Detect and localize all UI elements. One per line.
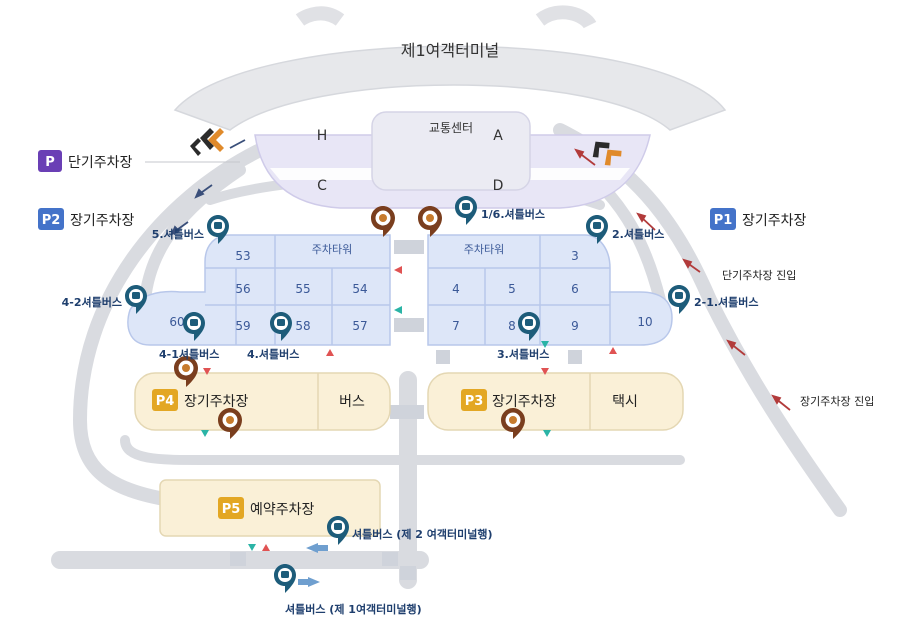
block-58: 58 — [295, 319, 310, 333]
p1-code: P1 — [714, 213, 733, 228]
shuttle-2-label: 2.셔틀버스 — [612, 227, 664, 241]
shuttle-4-label: 4.셔틀버스 — [247, 347, 299, 361]
block-8: 8 — [508, 319, 516, 333]
shuttle-41-label: 4-1셔틀버스 — [159, 347, 219, 361]
block-5: 5 — [508, 282, 516, 296]
p2-code: P2 — [42, 213, 61, 228]
shuttle-3-label: 3.셔틀버스 — [497, 347, 549, 361]
p1-label: 장기주차장 — [742, 213, 807, 229]
pin-brown-tower-right-icon — [418, 206, 442, 237]
block-59: 59 — [235, 319, 250, 333]
p3-label: 장기주차장 — [492, 394, 557, 410]
p4-badge — [152, 389, 178, 411]
zone-a: A — [493, 128, 503, 144]
lot-p4: P4 장기주차장 버스 — [134, 372, 391, 431]
shuttle-42-label: 4-2셔틀버스 — [62, 295, 122, 309]
block-9: 9 — [571, 319, 579, 333]
block-56: 56 — [235, 282, 250, 296]
p1-badge — [710, 208, 736, 230]
shuttle-5-label: 5.셔틀버스 — [152, 227, 204, 241]
block-6: 6 — [571, 282, 579, 296]
p3-badge — [461, 389, 487, 411]
p3-code: P3 — [465, 394, 484, 409]
arrow-left-icon — [306, 543, 328, 553]
transfer-arrows — [298, 543, 328, 587]
p5-label: 예약주차장 — [250, 502, 315, 518]
p3-side-label: 택시 — [612, 394, 638, 410]
pin-shuttle-16-icon — [455, 196, 477, 225]
lot-p3: P3 장기주차장 택시 — [427, 372, 684, 431]
pin-brown-p4-bottom-icon — [218, 408, 242, 439]
block-7: 7 — [452, 319, 460, 333]
block-57: 57 — [352, 319, 367, 333]
terminal-name: 제1여객터미널 — [401, 41, 500, 60]
block-60: 60 — [169, 315, 184, 329]
legend-short-term: P 단기주차장 — [38, 150, 240, 172]
pin-brown-p3-icon — [501, 408, 525, 439]
tower-label-right: 주차타워 — [464, 243, 504, 256]
tower-label-left: 주차타워 — [312, 243, 352, 256]
pin-shuttle-t1-icon — [274, 564, 296, 593]
legend-p1: P1 장기주차장 — [710, 208, 807, 230]
p4-code: P4 — [156, 394, 175, 409]
short-term-label: 단기주차장 — [68, 155, 133, 171]
parking-area-right: 주차타워 3 4 5 6 7 8 9 10 — [427, 234, 673, 346]
zone-d: D — [493, 178, 504, 194]
short-term-badge — [38, 150, 62, 172]
shuttle-labels: 1/6.셔틀버스 5.셔틀버스 2.셔틀버스 4-2셔틀버스 2-1.셔틀버스 … — [62, 207, 759, 616]
p5-code: P5 — [222, 502, 241, 517]
crosswalks — [230, 240, 582, 580]
shuttle-16-label: 1/6.셔틀버스 — [481, 207, 545, 221]
shuttle-t1-label: 셔틀버스 (제 1여객터미널행) — [285, 602, 422, 616]
p4-side-label: 버스 — [339, 394, 365, 410]
block-54: 54 — [352, 282, 367, 296]
short-term-entry-label: 단기주차장 진입 — [722, 269, 796, 282]
zone-h: H — [317, 128, 328, 144]
p2-label: 장기주차장 — [70, 213, 135, 229]
pin-brown-tower-left-icon — [371, 206, 395, 237]
pin-shuttle-t2-icon — [327, 516, 349, 545]
long-term-entry-label: 장기주차장 진입 — [800, 395, 874, 408]
lot-p5: P5 예약주차장 — [159, 479, 381, 537]
short-term-code: P — [45, 155, 55, 170]
block-53: 53 — [235, 249, 250, 263]
inbound-arrows — [574, 148, 791, 411]
p2-badge — [38, 208, 64, 230]
p5-badge — [218, 497, 244, 519]
zone-c: C — [317, 178, 327, 194]
entry-chevron-right-icon — [592, 141, 622, 166]
parking-area-left: 주차타워 53 56 55 54 60 59 58 57 — [127, 234, 391, 346]
triangle-markers — [201, 266, 617, 551]
shuttle-t2-label: 셔틀버스 (제 2 여객터미널행) — [352, 527, 493, 541]
p4-label: 장기주차장 — [184, 394, 249, 410]
block-3: 3 — [571, 249, 579, 263]
transport-center: 교통센터 H A C D — [254, 111, 651, 209]
terminal-building: 제1여객터미널 — [173, 5, 727, 131]
block-55: 55 — [295, 282, 310, 296]
transport-center-label: 교통센터 — [429, 121, 473, 135]
arrow-right-icon — [298, 577, 320, 587]
block-10: 10 — [637, 315, 652, 329]
entry-chevron-left-icon — [190, 128, 224, 156]
shuttle-21-label: 2-1.셔틀버스 — [694, 295, 759, 309]
block-4: 4 — [452, 282, 460, 296]
legend-p2: P2 장기주차장 — [38, 208, 135, 230]
outbound-arrows — [170, 139, 246, 236]
